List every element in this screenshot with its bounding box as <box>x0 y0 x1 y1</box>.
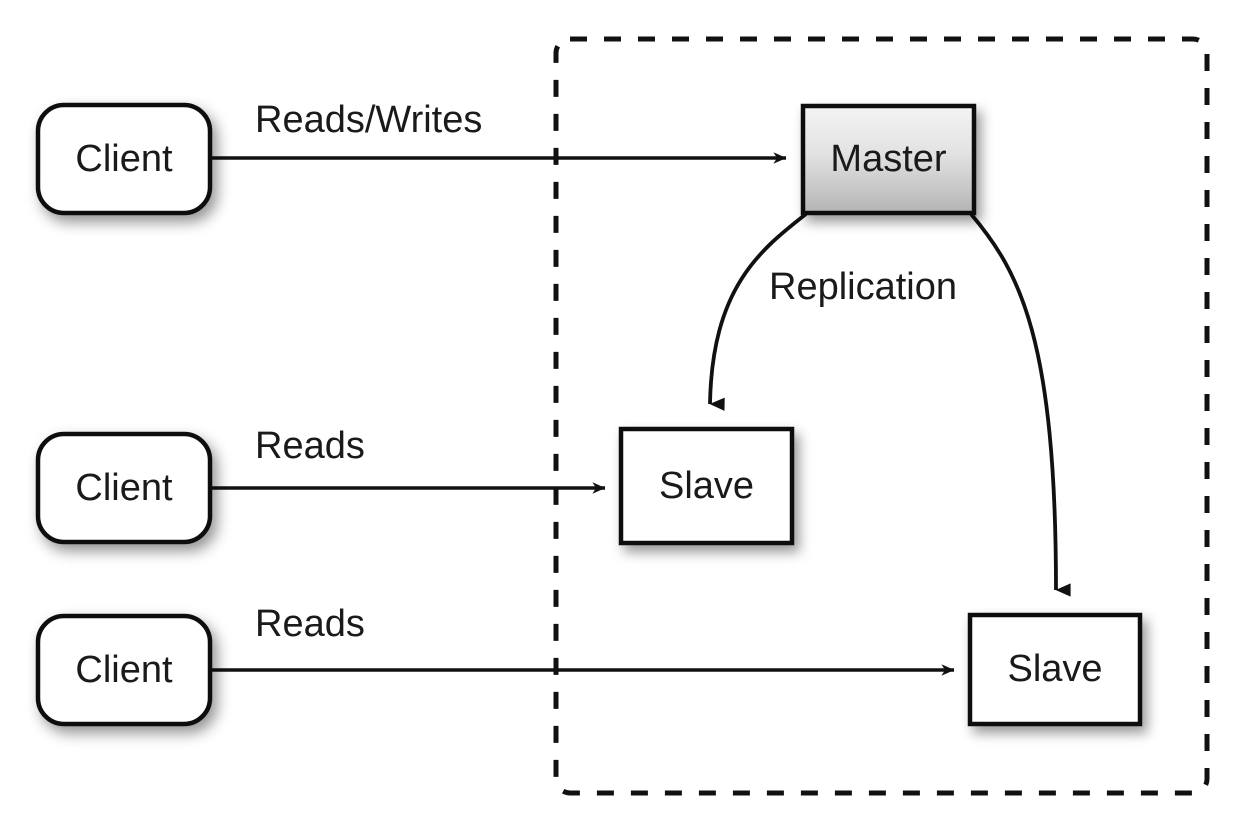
slave-node-2-label: Slave <box>1007 648 1103 690</box>
edge-label-replication: Replication <box>769 266 957 308</box>
client-node-3[interactable] <box>35 613 213 727</box>
client-node-1[interactable] <box>35 102 213 216</box>
edge-replication-left <box>708 212 808 411</box>
client-node-1-label: Client <box>75 137 173 180</box>
edge-label-reads-writes: Reads/Writes <box>255 99 483 141</box>
slave-node-2[interactable] <box>967 612 1143 727</box>
edge-label-reads-bottom: Reads <box>255 603 365 645</box>
slave-node-1[interactable] <box>618 426 795 546</box>
cluster-boundary-rect <box>553 36 1210 796</box>
client-node-2[interactable] <box>35 431 213 545</box>
edge-label-reads-middle: Reads <box>255 425 365 467</box>
master-node-label: Master <box>830 138 947 180</box>
client-node-3-label: Client <box>75 648 173 691</box>
slave-node-1-label: Slave <box>658 464 755 507</box>
client-node-2-label: Client <box>75 466 173 509</box>
master-node[interactable] <box>800 103 977 216</box>
edge-replication-right <box>969 212 1071 597</box>
